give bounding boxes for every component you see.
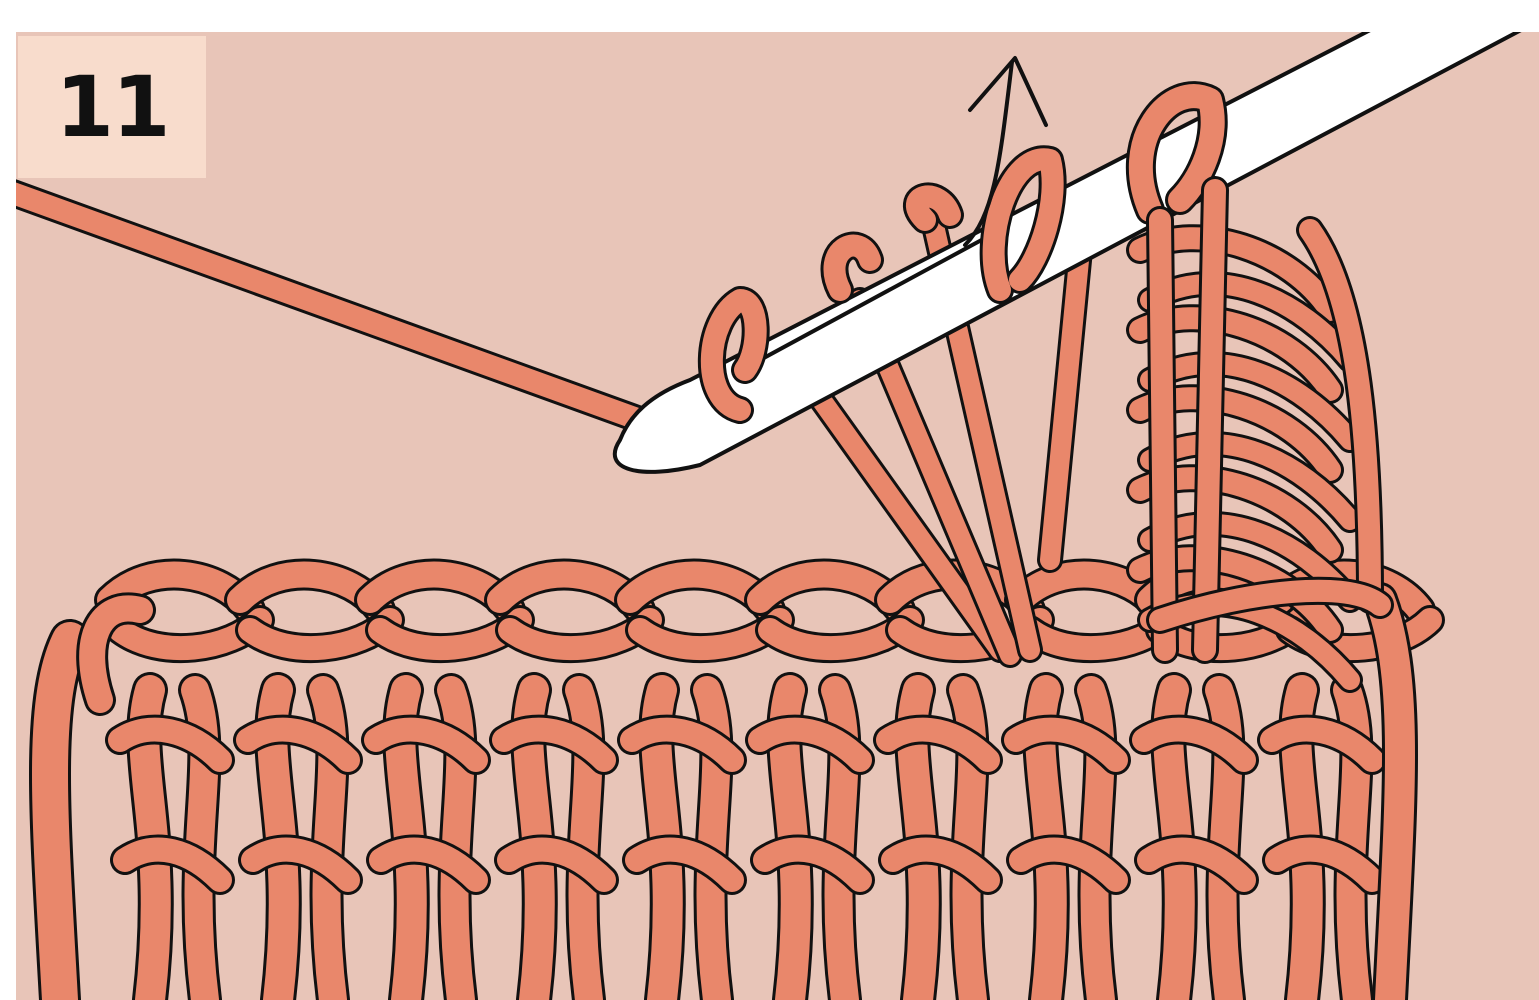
left-edge-strand bbox=[50, 640, 70, 1000]
step-number: 11 bbox=[56, 58, 169, 156]
hook-loop bbox=[917, 196, 950, 220]
step-badge: 11 bbox=[18, 36, 206, 178]
chain-post bbox=[1205, 190, 1215, 650]
chain-post bbox=[1160, 220, 1165, 650]
right-edge-strand bbox=[1380, 600, 1400, 1000]
